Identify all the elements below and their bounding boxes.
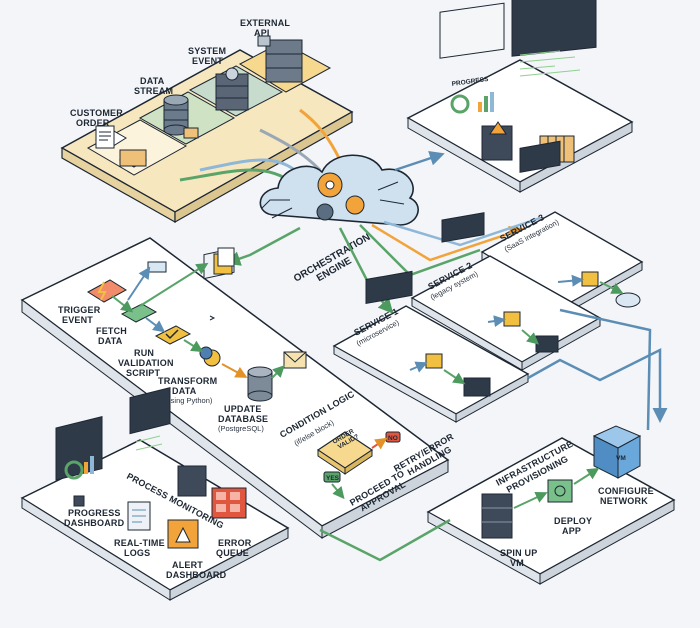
service-1-panel [332,270,530,423]
label-vm: VM [616,455,626,462]
logs-document-icon [127,501,151,531]
document-icon [213,247,235,275]
connector-lines [319,308,668,562]
workflow-arrows [111,262,285,379]
yes-badge [323,471,341,483]
dashboard-monitor-icon [55,415,103,507]
message-icon [147,261,167,273]
label-yes: YES [326,475,340,482]
infra-arrows [513,467,600,509]
deploy-app-icon [547,479,573,503]
decision-arrows [331,437,388,500]
server-icon [215,67,249,111]
note-transform: (using Python) [164,396,213,405]
orchestration-cloud [259,154,419,226]
top-monitor-platform [406,0,634,193]
postgres-db-icon [247,366,273,402]
no-badge [385,431,401,443]
monitoring-platform [20,439,290,601]
customer-order-icon [95,125,148,168]
vm-server-icon [481,493,513,539]
terminal-logs-screen-icon [129,386,171,451]
envelope-icon [283,351,307,369]
error-queue-icon [211,487,247,519]
vm-cube-icon [592,425,642,479]
condition-diamond [316,431,374,475]
database-icon [163,94,199,139]
engine-title: ORCHESTRATIONENGINE [292,232,378,294]
validation-script-icon [154,325,192,345]
python-icon [199,346,221,367]
label-no: NO [388,435,398,442]
note-update: (PostgreSQL) [218,424,264,433]
alert-icon [167,519,199,549]
server-rack-small-icon [177,465,207,497]
trigger-event-icon [87,279,127,303]
api-server-icon [257,35,303,83]
fetch-data-icon [120,303,158,323]
